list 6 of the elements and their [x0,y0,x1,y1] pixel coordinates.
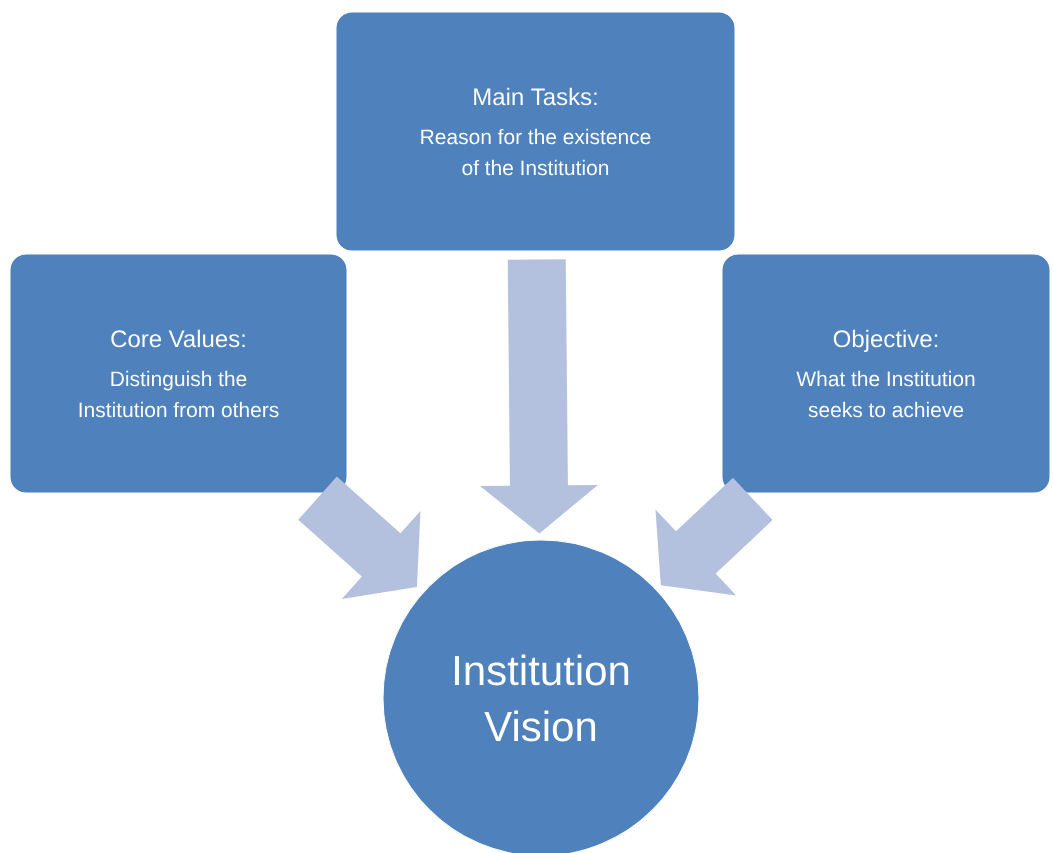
process-box: Main Tasks: Reason for the existence of the Institution [335,11,736,252]
block-arrow [298,476,421,599]
block-arrow [479,259,598,534]
block-arrow [655,477,773,596]
process-box: Objective: What the Institution seeks to achieve [721,253,1051,494]
process-box: Core Values: Distinguish the Institution from others [9,253,348,494]
